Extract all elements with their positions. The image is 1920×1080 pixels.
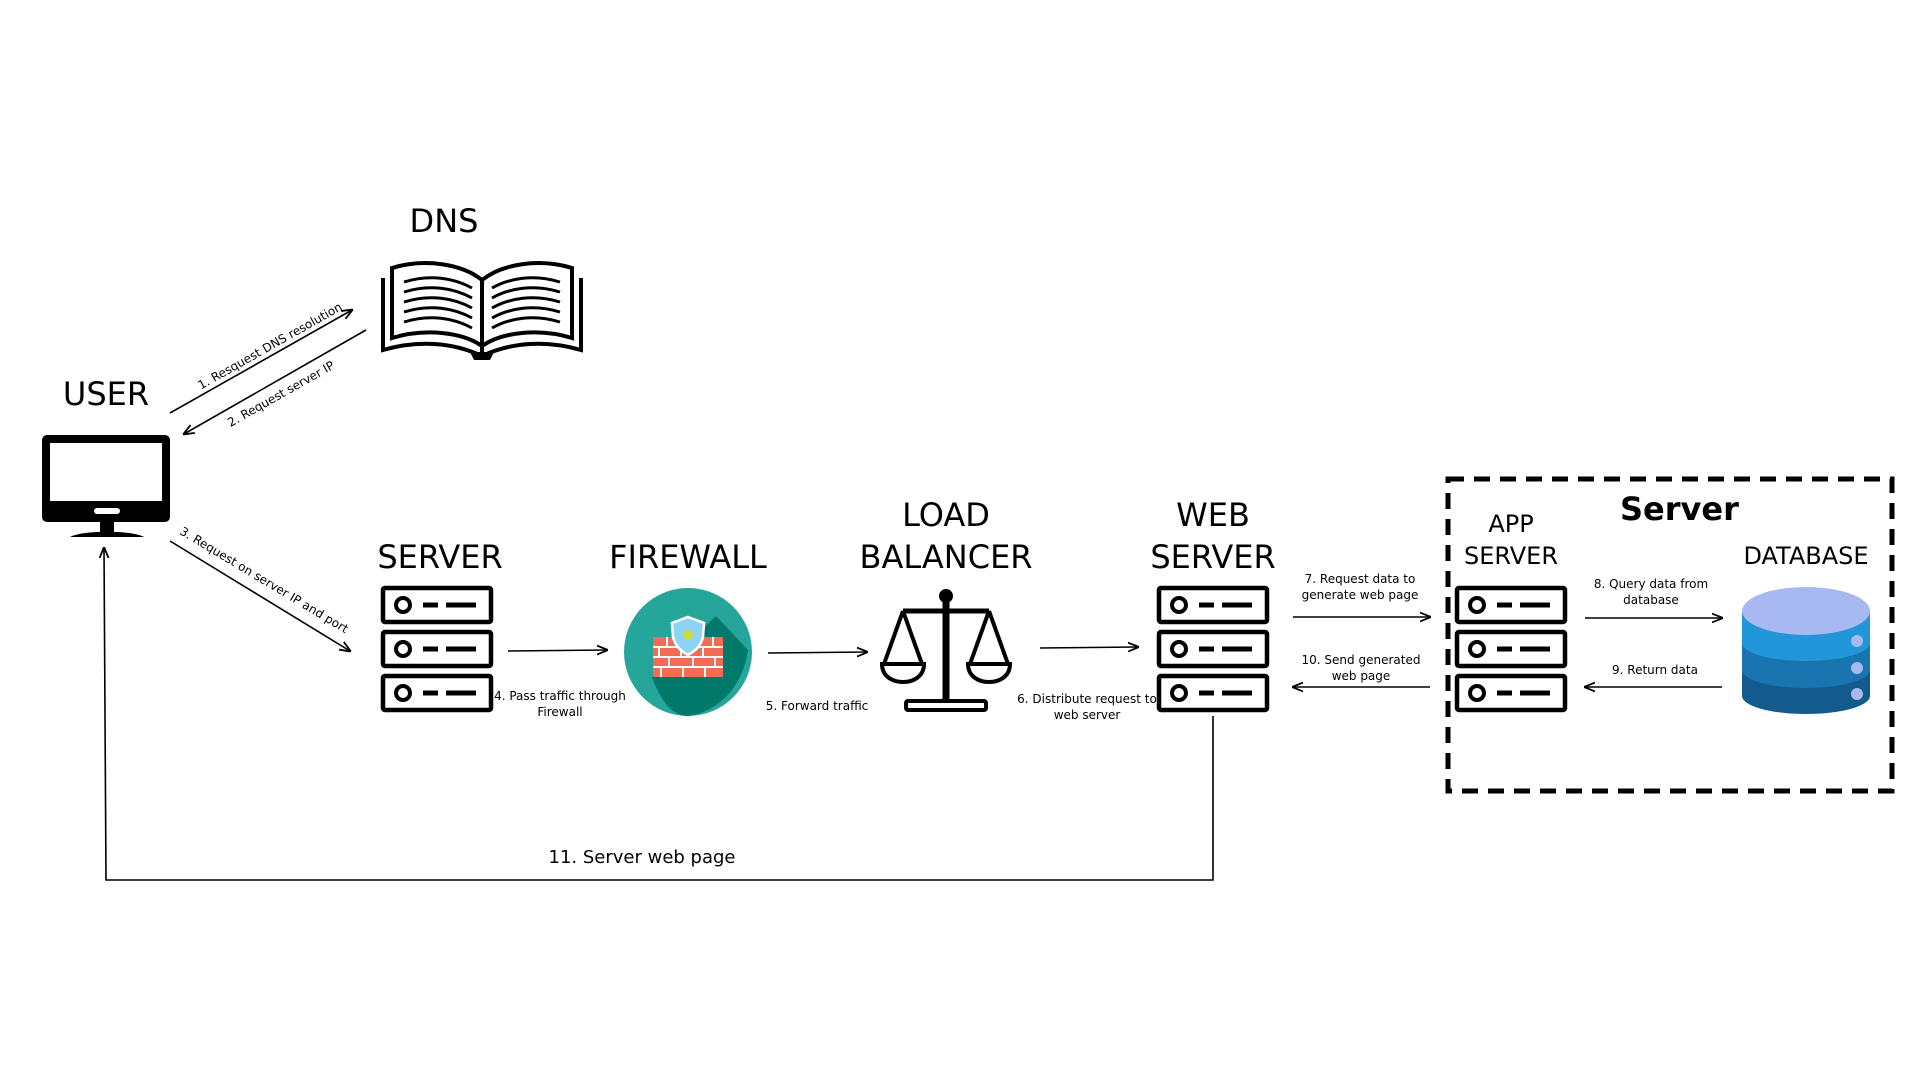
edge-label-10-line-1: 10. Send generated bbox=[1301, 653, 1421, 667]
firewall-shield-icon bbox=[624, 588, 752, 716]
database-cylinder-icon bbox=[1742, 587, 1870, 714]
edge-label-6: 6. Distribute request to web server bbox=[1012, 691, 1162, 723]
node-label-web-server: WEB SERVER bbox=[1138, 496, 1288, 576]
balance-scale-icon bbox=[879, 589, 1013, 712]
server-rack-icon bbox=[1457, 588, 1565, 710]
edge-label-6-line-1: 6. Distribute request to bbox=[1017, 692, 1157, 706]
open-book-icon bbox=[381, 261, 583, 360]
edge-label-11: 11. Server web page bbox=[548, 847, 736, 868]
edge-1-arrow bbox=[169, 310, 352, 414]
node-label-web-server-line-1: WEB bbox=[1176, 496, 1250, 534]
edge-5-arrow bbox=[767, 652, 867, 653]
edge-6-arrow bbox=[1039, 647, 1138, 648]
edge-3-arrow bbox=[169, 540, 350, 651]
server-group-label: Server bbox=[1620, 490, 1739, 528]
edge-label-7-line-1: 7. Request data to bbox=[1304, 572, 1416, 586]
edge-2-arrow bbox=[184, 329, 367, 434]
edge-label-8-line-2: database bbox=[1623, 593, 1679, 608]
edge-label-8: 8. Query data from database bbox=[1586, 576, 1716, 608]
edge-label-5: 5. Forward traffic bbox=[765, 699, 869, 713]
edge-label-10-line-2: web page bbox=[1331, 669, 1391, 684]
edge-label-9: 9. Return data bbox=[1612, 663, 1698, 677]
edge-label-10: 10. Send generated web page bbox=[1296, 652, 1426, 684]
edge-4-arrow bbox=[507, 650, 607, 651]
server-group-box bbox=[1445, 476, 1895, 794]
node-label-load-balancer: LOAD BALANCER bbox=[856, 496, 1036, 576]
node-label-user: USER bbox=[62, 375, 150, 413]
node-label-load-balancer-line-2: BALANCER bbox=[859, 537, 1033, 576]
node-label-app-server-line-2: SERVER bbox=[1463, 542, 1559, 571]
edge-label-4-line-2: Firewall bbox=[537, 705, 583, 720]
node-label-dns: DNS bbox=[409, 202, 479, 240]
edge-label-4: 4. Pass traffic through Firewall bbox=[490, 688, 630, 720]
edge-label-4-line-1: 4. Pass traffic through bbox=[494, 689, 626, 703]
desktop-monitor-icon bbox=[42, 435, 170, 537]
node-label-app-server-line-1: APP bbox=[1488, 510, 1534, 538]
node-label-firewall: FIREWALL bbox=[609, 538, 767, 576]
edge-11-arrow bbox=[104, 548, 1214, 881]
server-rack-icon bbox=[1159, 588, 1267, 710]
edge-label-6-line-2: web server bbox=[1053, 708, 1121, 723]
node-label-server: SERVER bbox=[377, 538, 503, 576]
edge-label-7-line-2: generate web page bbox=[1301, 588, 1419, 603]
node-label-app-server: APP SERVER bbox=[1451, 510, 1571, 571]
server-rack-icon bbox=[383, 588, 491, 710]
node-label-database: DATABASE bbox=[1743, 542, 1869, 570]
node-label-load-balancer-line-1: LOAD bbox=[902, 496, 990, 534]
edge-label-7: 7. Request data to generate web page bbox=[1290, 571, 1430, 603]
node-label-web-server-line-2: SERVER bbox=[1150, 537, 1276, 576]
edge-label-8-line-1: 8. Query data from bbox=[1593, 577, 1709, 591]
